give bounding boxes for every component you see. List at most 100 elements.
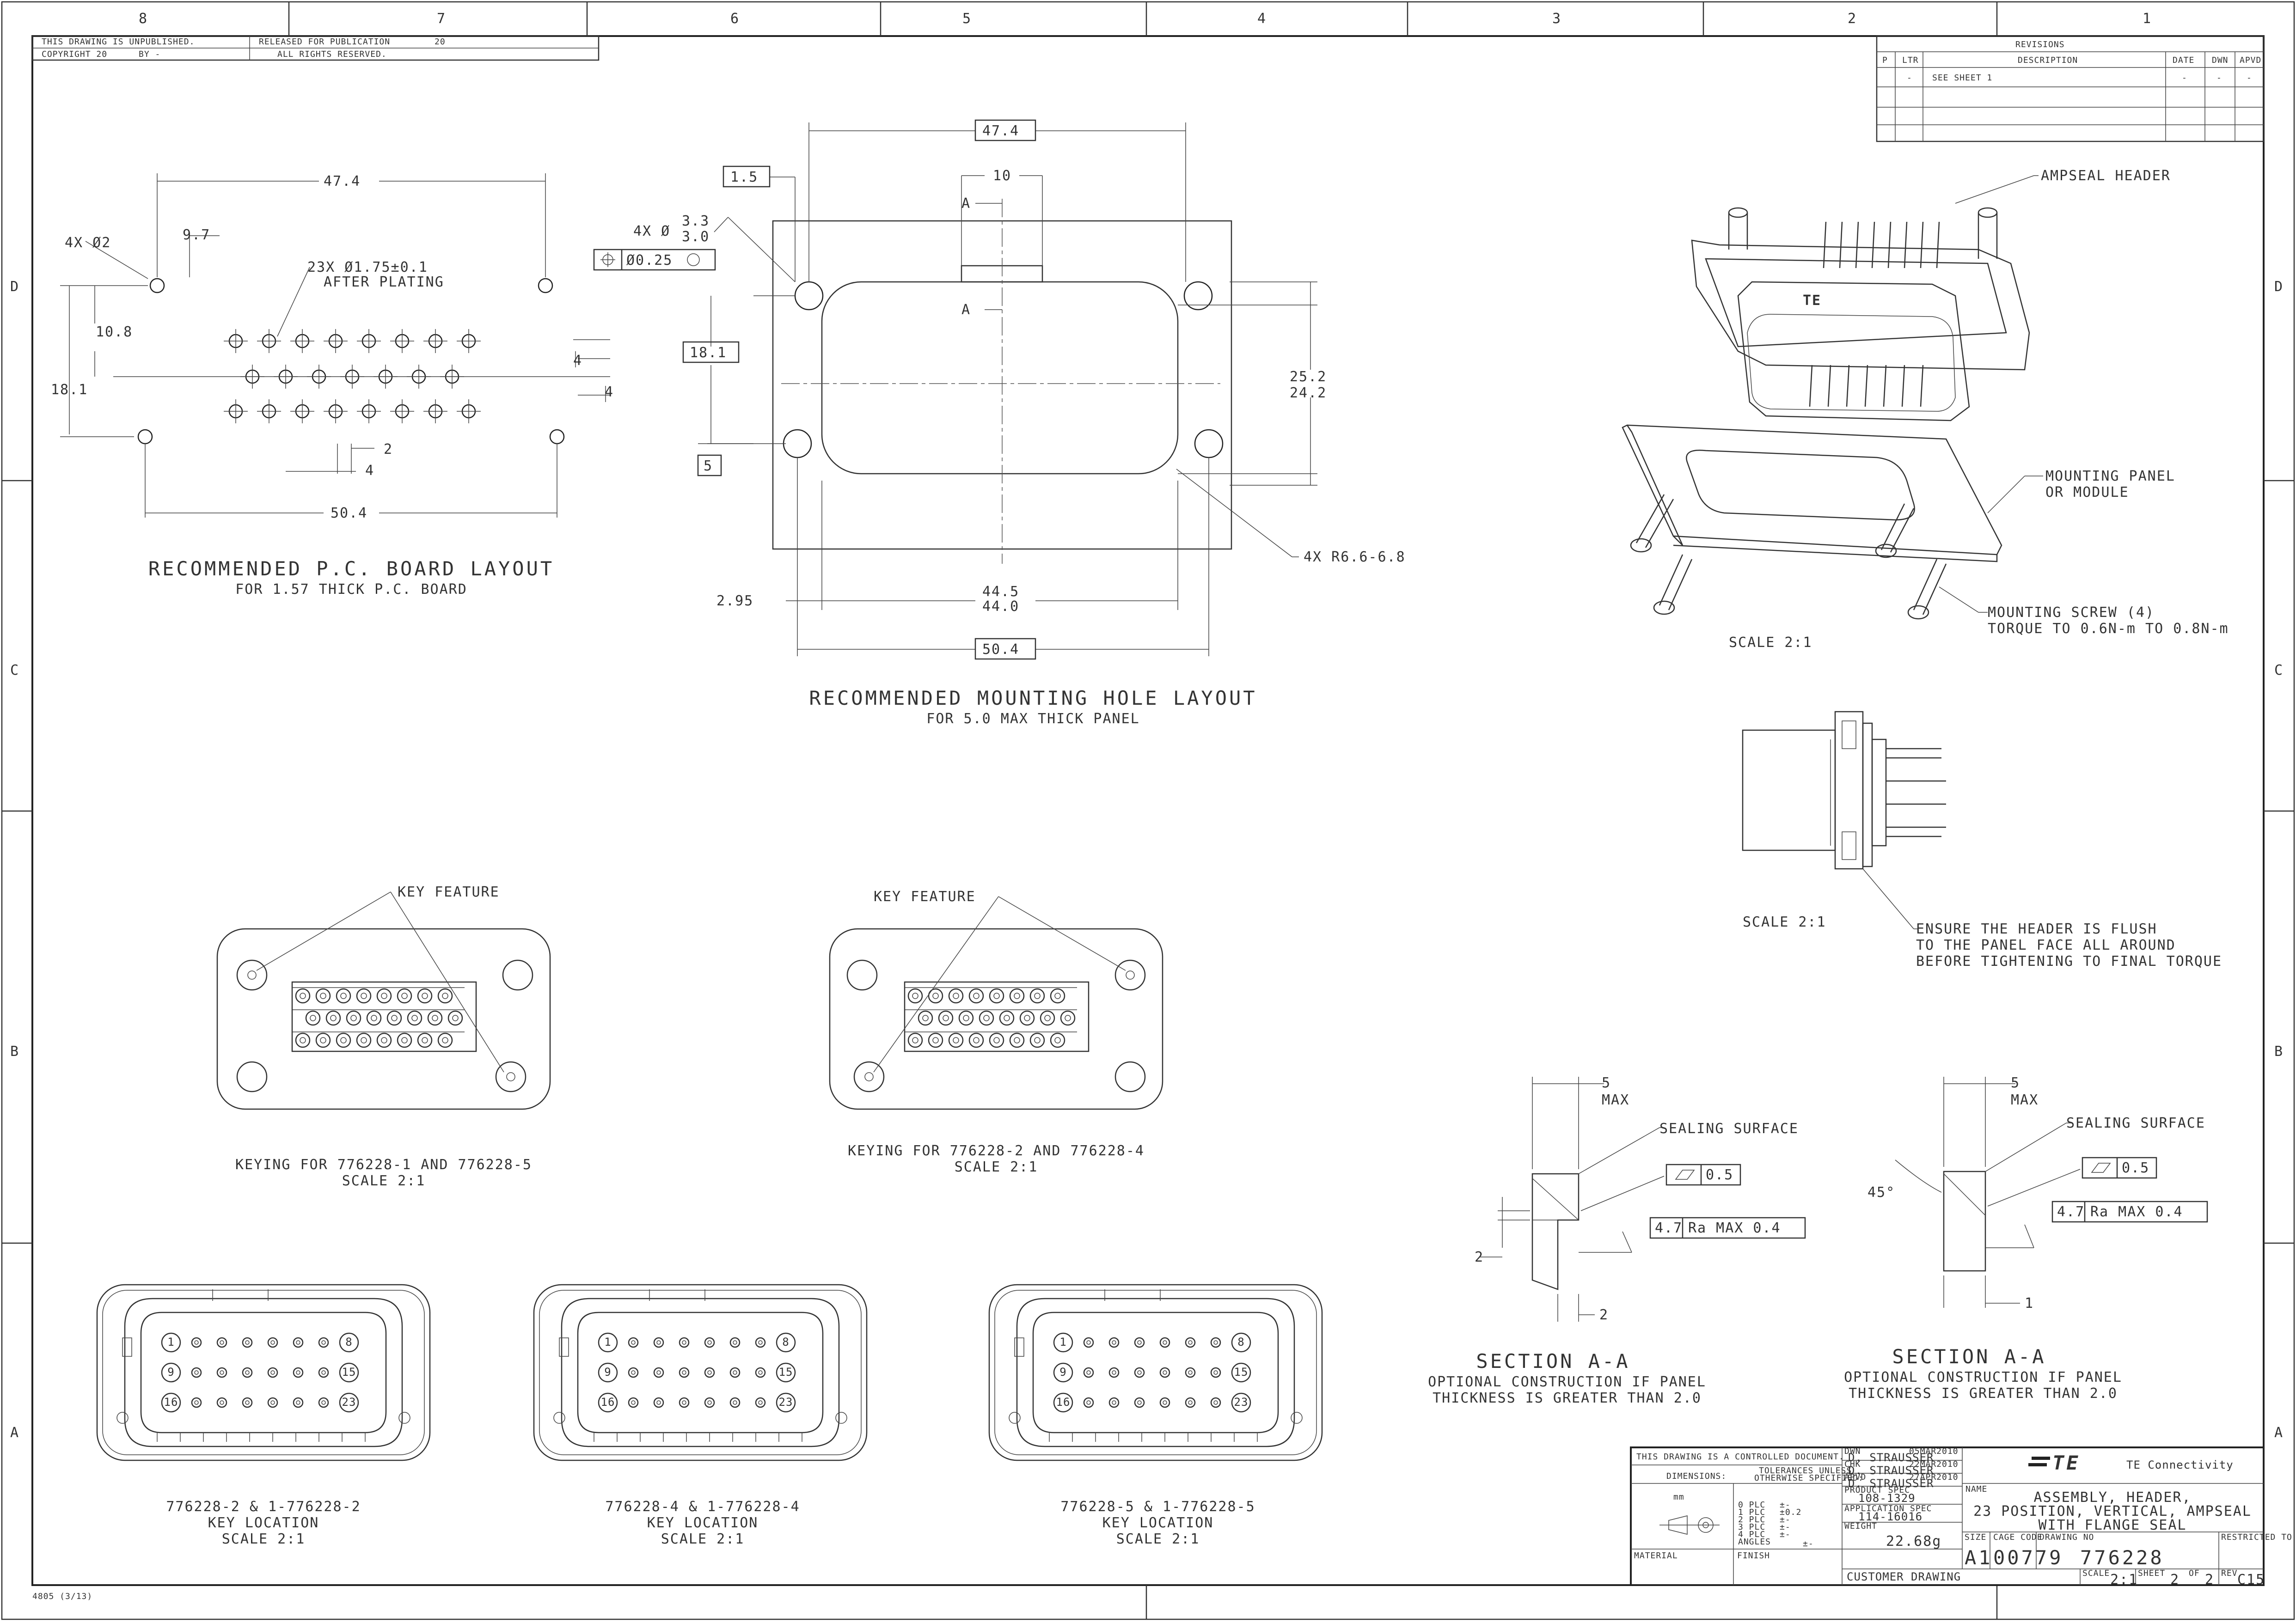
pin-number-circle bbox=[161, 1332, 181, 1353]
keying-feature-label-1: KEY FEATURE bbox=[398, 884, 500, 900]
keying-scale-1: SCALE 2:1 bbox=[342, 1173, 426, 1189]
section-2-note-2: THICKNESS IS GREATER THAN 2.0 bbox=[1849, 1385, 2118, 1402]
zone-row-c: C bbox=[10, 662, 19, 678]
keying-pin bbox=[366, 1010, 382, 1026]
svg-text:THIS DRAWING IS UNPUBLISHED.: THIS DRAWING IS UNPUBLISHED. bbox=[42, 37, 195, 47]
connector-pin-center bbox=[1112, 1400, 1116, 1405]
section-a-a-view-1: 5 MAX SEALING SURFACE 0.5 4.7 Ra MAX 0.4… bbox=[1428, 1075, 1806, 1406]
te-logo-text: TE bbox=[2052, 1452, 2081, 1474]
keying-pin-center bbox=[361, 1037, 367, 1043]
mount-hole bbox=[538, 278, 553, 293]
section-2-dim-1: 1 bbox=[2025, 1295, 2034, 1312]
chk-date: 22MAR2010 bbox=[1909, 1459, 1959, 1469]
svg-text:SCALE: SCALE bbox=[2082, 1568, 2110, 1578]
isometric-assembly-view: TE AMPSEAL HEADER MOUNTING PANEL OR MODU… bbox=[1622, 168, 2228, 651]
keying-pin bbox=[447, 1010, 463, 1026]
pin-number-circle bbox=[339, 1332, 359, 1353]
keying-pin-center bbox=[300, 1037, 306, 1043]
section-1-sealing-surface: SEALING SURFACE bbox=[1659, 1121, 1799, 1137]
connector-pin-center bbox=[707, 1370, 712, 1375]
connector-pin-center bbox=[1086, 1370, 1091, 1375]
keying-pin-center bbox=[1034, 1037, 1041, 1043]
cage-code: 00779 bbox=[1993, 1546, 2063, 1569]
keying-pin-center bbox=[1024, 1015, 1030, 1021]
keying-pin-center bbox=[963, 1015, 969, 1021]
connector-latch-hole bbox=[1291, 1412, 1303, 1424]
keying-pin bbox=[928, 1032, 943, 1048]
connector-pin bbox=[191, 1397, 202, 1408]
pin-number-circle bbox=[776, 1362, 796, 1383]
connector-outer-inner bbox=[102, 1290, 425, 1455]
keying-pin bbox=[336, 988, 351, 1004]
connector-key-slot bbox=[122, 1337, 132, 1357]
connector-pin bbox=[704, 1367, 715, 1378]
pin-number-circle bbox=[1231, 1392, 1251, 1413]
connector-pin-center bbox=[1137, 1370, 1142, 1375]
keying-pin-center bbox=[422, 1037, 428, 1043]
mount-dim-holes: 4X Ø bbox=[633, 223, 670, 239]
pin-number-circle bbox=[161, 1362, 181, 1383]
keying-pin-center bbox=[371, 1015, 377, 1021]
drawing-scale: 2:1 bbox=[2110, 1572, 2138, 1588]
zone-col-8: 8 bbox=[139, 11, 148, 27]
zone-col-3: 3 bbox=[1552, 11, 1561, 27]
connector-pin-center bbox=[1188, 1340, 1193, 1345]
connector-pin-center bbox=[656, 1340, 661, 1345]
svg-text:±-: ±- bbox=[1780, 1522, 1791, 1532]
connector-outer bbox=[96, 1284, 431, 1461]
keying-view-2: KEY FEATURE KEYING FOR 776228-2 AND 7762… bbox=[829, 889, 1163, 1175]
keying-pin bbox=[1029, 988, 1045, 1004]
connector-pin-center bbox=[321, 1400, 326, 1405]
section-2-title: SECTION A-A bbox=[1892, 1345, 2046, 1368]
keying-pin-center bbox=[320, 993, 326, 999]
connector-latch-hole bbox=[553, 1412, 565, 1424]
mount-dim-key-width: 10 bbox=[993, 168, 1011, 184]
keying-pin bbox=[1009, 1032, 1025, 1048]
svg-text:DWN: DWN bbox=[1844, 1446, 1861, 1456]
keying-pin-center bbox=[1014, 1037, 1020, 1043]
keying-pin bbox=[1060, 1010, 1076, 1026]
keying-pin bbox=[928, 988, 943, 1004]
svg-text:0 PLC: 0 PLC bbox=[1738, 1500, 1765, 1510]
connector-pin bbox=[1185, 1367, 1196, 1378]
company-name: TE Connectivity bbox=[2126, 1458, 2234, 1471]
connector-shroud bbox=[561, 1298, 840, 1447]
keying-pin bbox=[407, 1010, 422, 1026]
connector-pin-center bbox=[220, 1340, 224, 1345]
mount-dim-tolerance: Ø0.25 bbox=[626, 252, 673, 268]
callout-mounting-panel: MOUNTING PANEL bbox=[2045, 468, 2175, 484]
section-1-roughness-value: 4.7 bbox=[1655, 1220, 1683, 1236]
section-2-note-1: OPTIONAL CONSTRUCTION IF PANEL bbox=[1844, 1369, 2122, 1385]
section-label-bottom: A bbox=[961, 302, 971, 318]
mount-dim-radius: 4X R6.6-6.8 bbox=[1304, 549, 1406, 565]
sheet-number: 2 bbox=[2170, 1572, 2180, 1588]
controlled-document-note: THIS DRAWING IS A CONTROLLED DOCUMENT. bbox=[1636, 1452, 1844, 1462]
keying-pins-2 bbox=[905, 987, 1077, 1048]
section-1-dim-2: 2 bbox=[1599, 1307, 1609, 1323]
keying-pin-center bbox=[922, 1015, 929, 1021]
connector-pin bbox=[1185, 1397, 1196, 1408]
mount-dim-vert-offset: 5 bbox=[704, 458, 713, 474]
zone-row-b: B bbox=[10, 1043, 19, 1060]
section-2-flatness: 0.5 bbox=[2122, 1160, 2149, 1176]
pin-number-label: 15 bbox=[342, 1366, 356, 1379]
keying-pin-center bbox=[1014, 993, 1020, 999]
keying-pin-center bbox=[310, 1015, 316, 1021]
connector-pin bbox=[628, 1337, 639, 1348]
connector-pin bbox=[1083, 1337, 1094, 1348]
connector-pin bbox=[242, 1397, 253, 1408]
keying-pin-center bbox=[983, 1015, 990, 1021]
sheet-size: A1 bbox=[1965, 1546, 1993, 1569]
pin-number-circle bbox=[776, 1332, 796, 1353]
connector-pin-center bbox=[1112, 1340, 1116, 1345]
section-2-roughness-spec: Ra MAX 0.4 bbox=[2090, 1204, 2183, 1220]
svg-text:RELEASED FOR PUBLICATION: RELEASED FOR PUBLICATION bbox=[259, 37, 390, 47]
section-1-max-label: MAX bbox=[1602, 1092, 1629, 1108]
keying-pin bbox=[979, 1010, 994, 1026]
material-label: MATERIAL bbox=[1634, 1551, 1678, 1561]
connector-pin bbox=[318, 1337, 329, 1348]
chk-name: D. STRAUSSER bbox=[1848, 1464, 1934, 1477]
connector-pin bbox=[191, 1367, 202, 1378]
